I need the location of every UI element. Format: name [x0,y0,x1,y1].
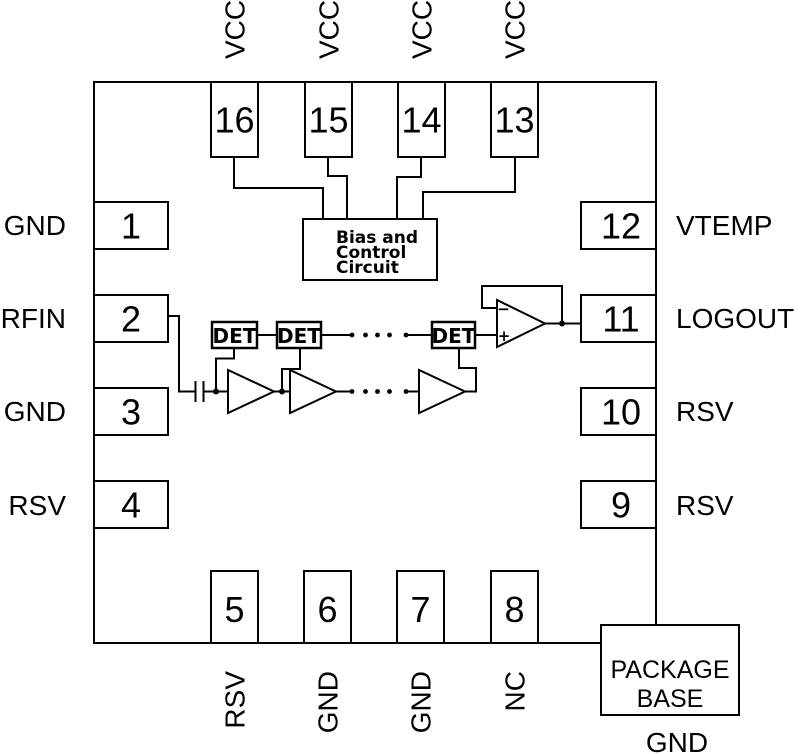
pin-number-15: 15 [308,100,348,141]
det2-label: DET [277,324,321,348]
pin-box-5 [210,570,259,644]
pin-number-11: 11 [602,299,639,340]
pin-label-vcc-15: VCC [314,0,345,59]
wire-pin13-bias [422,157,516,219]
pin-label-gnd-1: GND [4,210,66,241]
pin-number-7: 7 [410,589,430,630]
pin-label-logout-11: LOGOUT [676,303,794,334]
pin-box-2 [93,294,169,343]
pin-box-12 [580,201,657,250]
pin-box-9 [580,480,657,529]
pin-label-rfin-2: RFIN [1,303,66,334]
pin-number-4: 4 [121,485,141,526]
ellipsis-dot [403,389,409,394]
pin-label-vcc-16: VCC [220,0,251,59]
bias-control-label-line1: Bias and [336,228,418,248]
package-base-box [600,624,740,716]
pin-number-13: 13 [494,100,534,141]
opamp-triangle [496,298,548,349]
pin-label-gnd-6: GND [313,671,344,733]
pin-box-6 [303,570,352,644]
pin-label-vcc-13: VCC [500,0,531,59]
bias-control-box [302,218,438,281]
bias-control-label-line3: Circuit [336,258,399,278]
pin-label-vtemp-12: VTEMP [676,210,772,241]
wire-pin14-bias [396,157,422,219]
pin-label-gnd-7: GND [406,671,437,733]
ellipsis-dot [387,389,392,394]
pin-number-9: 9 [611,485,631,526]
pin-box-14 [397,81,446,158]
wire-det3-tap [458,348,477,393]
det1-box [210,320,259,350]
ellipsis-dot [349,332,355,338]
pin-label-rsv-10: RSV [676,396,734,427]
pin-label-vcc-14: VCC [407,0,438,59]
wire-rfin-input [168,315,195,393]
package-base-gnd-label: GND [646,727,708,754]
junction-dot-interstage [279,388,285,395]
pin-number-1: 1 [121,206,141,247]
pin-label-nc-8: NC [500,671,531,711]
pin-box-1 [93,201,169,250]
pin-label-rsv-5: RSV [220,671,251,729]
junction-dot-output [559,320,565,327]
pin-number-16: 16 [214,100,254,141]
pin-box-8 [490,570,539,644]
opamp-minus-sign: − [497,300,510,318]
pin-number-10: 10 [601,392,641,433]
bias-control-label-line2: Control [336,243,406,263]
amp3-triangle [418,368,468,415]
det2-box [275,320,323,350]
ellipsis-dot [403,332,409,338]
pin-box-10 [580,387,657,436]
wire-det2-tap [281,348,301,392]
pin-number-3: 3 [121,392,141,433]
wire-pin15-bias [327,157,348,219]
pin-label-gnd-3: GND [4,396,66,427]
wire-opamp-feedback [481,285,563,324]
ellipsis-dot [363,389,368,394]
pin-number-2: 2 [121,299,141,340]
pin-number-6: 6 [317,589,337,630]
wire-pin16-bias [233,157,324,219]
pin-number-12: 12 [601,206,641,247]
pin-box-7 [396,570,445,644]
amp1-triangle [227,368,277,415]
package-base-label-line1: PACKAGE [610,656,729,684]
det1-label: DET [213,324,257,348]
ellipsis-dot [363,332,368,338]
pin-label-rsv-9: RSV [676,490,734,521]
pin-number-5: 5 [224,589,244,630]
pin-box-3 [93,387,169,436]
ellipsis-dot [387,332,392,338]
det3-box [430,320,477,350]
amp2-triangle [289,368,339,415]
chip-outline [93,81,657,644]
pin-number-8: 8 [504,589,524,630]
pin-label-rsv-4: RSV [8,490,66,521]
pin-number-14: 14 [401,100,441,141]
ellipsis-dot [375,332,380,338]
junction-dot-input [213,388,219,395]
ellipsis-dot [349,389,355,394]
det3-label: DET [432,324,476,348]
opamp-plus-sign: + [498,327,511,345]
package-base-label-line2: BASE [637,685,704,713]
ellipsis-dot [375,389,380,394]
wire-det1-tap [215,348,235,392]
pin-box-11 [580,294,657,343]
pin-box-4 [93,480,169,529]
